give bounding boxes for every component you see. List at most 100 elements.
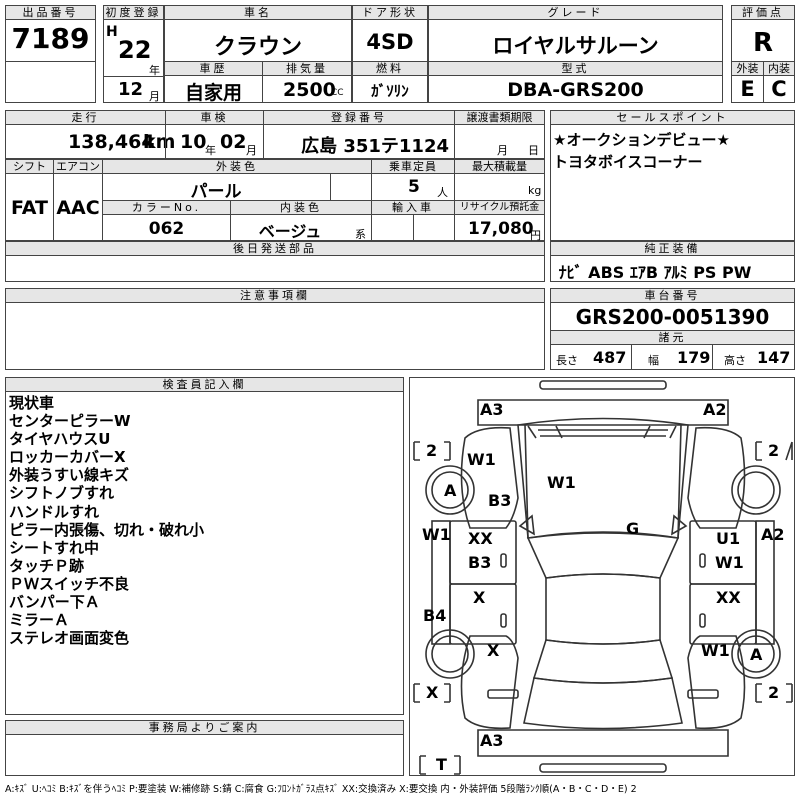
displacement-label: 排気量 <box>262 61 352 76</box>
mark-door-rf-2: W1 <box>715 553 744 572</box>
car-outline: A3 A2 2 2 2 X T A A W1 B3 W1 W1 XX B3 G … <box>413 380 793 775</box>
inspection-label: 車検 <box>165 110 264 125</box>
inspector-note: ピラー内張傷、切れ・破れ小 <box>9 520 205 539</box>
color-number: 062 <box>148 219 185 239</box>
inspector-note: シートすれ中 <box>9 538 100 557</box>
height-value: 147 <box>757 348 791 367</box>
mark-rocker-left: B4 <box>423 606 446 625</box>
mark-wheel-rr: A <box>750 645 763 664</box>
lot-number: 7189 <box>11 22 90 55</box>
inspector-label: 検査員記入欄 <box>5 377 404 392</box>
history: 自家用 <box>184 82 242 104</box>
transfer-month-unit: 月 <box>497 144 508 157</box>
capacity: 5 <box>408 177 420 197</box>
shift: FAT <box>11 197 48 219</box>
transfer-day-unit: 日 <box>528 144 539 157</box>
first-registration-year: 22 <box>118 36 152 64</box>
model-label: 型式 <box>428 61 723 76</box>
plate-number: 広島 351テ1124 <box>301 136 449 157</box>
first-registration-label: 初度登録 <box>103 5 164 20</box>
mark-tire-rr: 2 <box>768 683 779 702</box>
score-label: 評価点 <box>731 5 795 20</box>
inspector-note: ハンドルすれ <box>9 502 100 521</box>
import-label: 輸入車 <box>371 200 455 215</box>
office-label: 事務局よりご案内 <box>5 720 404 735</box>
mark-quarter-right: W1 <box>701 641 730 660</box>
mark-rear: A3 <box>480 731 504 750</box>
inspector-note: タッチＰ跡 <box>9 556 85 575</box>
inspector-notes: 現状車 センターピラーW タイヤハウスU ロッカーカバーX 外装うすい線キズ シ… <box>9 394 204 647</box>
mark-door-lf-2: B3 <box>468 553 491 572</box>
caution-label: 注意事項欄 <box>5 288 545 303</box>
recycle-fee: 17,080 <box>468 219 534 239</box>
grade: ロイヤルサルーン <box>492 34 659 58</box>
mark-door-lf: XX <box>468 529 493 548</box>
legend: A:ｷｽﾞ U:ﾍｺﾐ B:ｷｽﾞを伴うﾍｺﾐ P:要塗装 W:補修跡 S:錆 … <box>5 784 637 795</box>
grade-label: グレード <box>428 5 723 20</box>
inspector-note: ロッカーカバーX <box>9 448 126 467</box>
spec-label: 諸元 <box>550 330 795 345</box>
inspection-month: 02 <box>220 131 247 153</box>
mark-door-rf: U1 <box>716 529 740 548</box>
ac-label: エアコン <box>53 159 103 174</box>
inspector-note: ＰＷスイッチ不良 <box>9 574 130 593</box>
car-name: クラウン <box>213 35 302 60</box>
mark-door-lr: X <box>473 588 486 607</box>
sales-point-label: セールスポイント <box>550 110 795 125</box>
interior-color: ベージュ <box>258 222 322 241</box>
width-value: 179 <box>677 348 711 367</box>
inspector-note: シフトノブすれ <box>9 484 115 503</box>
recycle-label: リサイクル預託金 <box>454 200 545 215</box>
chassis-number: GRS200-0051390 <box>575 305 770 329</box>
history-label: 車歴 <box>164 61 263 76</box>
mark-front-right: A2 <box>703 400 727 419</box>
equipment: ﾅﾋﾞ ABS ｴｱB ｱﾙﾐ PS PW <box>558 263 752 282</box>
mark-wheel-lf: A <box>444 481 457 500</box>
displacement-unit: CC <box>331 88 344 98</box>
sales-point-line-1: ★オークションデビュー★ <box>553 131 730 149</box>
model-code: DBA-GRS200 <box>507 79 644 101</box>
height-label: 高さ <box>724 354 746 367</box>
inspector-note: 現状車 <box>9 394 55 412</box>
transfer-label: 譲渡書類期限 <box>454 110 545 125</box>
inspector-note: センターピラーW <box>9 412 131 431</box>
car-name-label: 車名 <box>164 5 352 20</box>
door-label: ドア形状 <box>352 5 428 20</box>
mark-roof: G <box>626 519 639 538</box>
interior-color-label: 内装色 <box>230 200 372 215</box>
inspector-note: バンパー下Ａ <box>9 593 100 612</box>
inspection-year-unit: 年 <box>205 144 216 157</box>
equipment-label: 純正装備 <box>550 241 795 256</box>
length-label: 長さ <box>556 354 578 367</box>
exterior-score: E <box>740 77 755 101</box>
recycle-unit: 円 <box>530 229 541 242</box>
width-label: 幅 <box>648 354 659 367</box>
mark-tire-lf: 2 <box>426 441 437 460</box>
color-no-label: カラーNo. <box>102 200 231 215</box>
mark-fender-lf-2: B3 <box>488 491 511 510</box>
mileage-unit: km <box>143 131 176 153</box>
inspector-note: 外装うすい線キズ <box>9 466 130 485</box>
displacement: 2500 <box>283 79 336 101</box>
interior-score: C <box>771 77 787 101</box>
inspector-note: ミラーＡ <box>9 611 70 630</box>
mark-hood: W1 <box>547 473 576 492</box>
interior-color-unit: 系 <box>355 228 366 241</box>
mark-fender-lf: W1 <box>467 450 496 469</box>
score: R <box>752 28 774 58</box>
inspector-note: ステレオ画面変色 <box>9 629 130 648</box>
chassis-label: 車台番号 <box>550 288 795 303</box>
fuel-label: 燃料 <box>352 61 428 76</box>
shift-label: シフト <box>5 159 54 174</box>
mark-door-lf-side: W1 <box>422 525 451 544</box>
mileage-label: 走行 <box>5 110 166 125</box>
lot-number-label: 出品番号 <box>5 5 96 20</box>
length-value: 487 <box>593 348 627 367</box>
mark-tire-lr: X <box>426 683 439 702</box>
door-type: 4SD <box>366 30 414 54</box>
mark-spare: T <box>436 755 447 774</box>
mark-quarter-left: X <box>487 641 500 660</box>
later-parts-label: 後日発送部品 <box>5 241 545 256</box>
plate-label: 登録番号 <box>263 110 455 125</box>
interior-label: 内装 <box>763 61 795 76</box>
